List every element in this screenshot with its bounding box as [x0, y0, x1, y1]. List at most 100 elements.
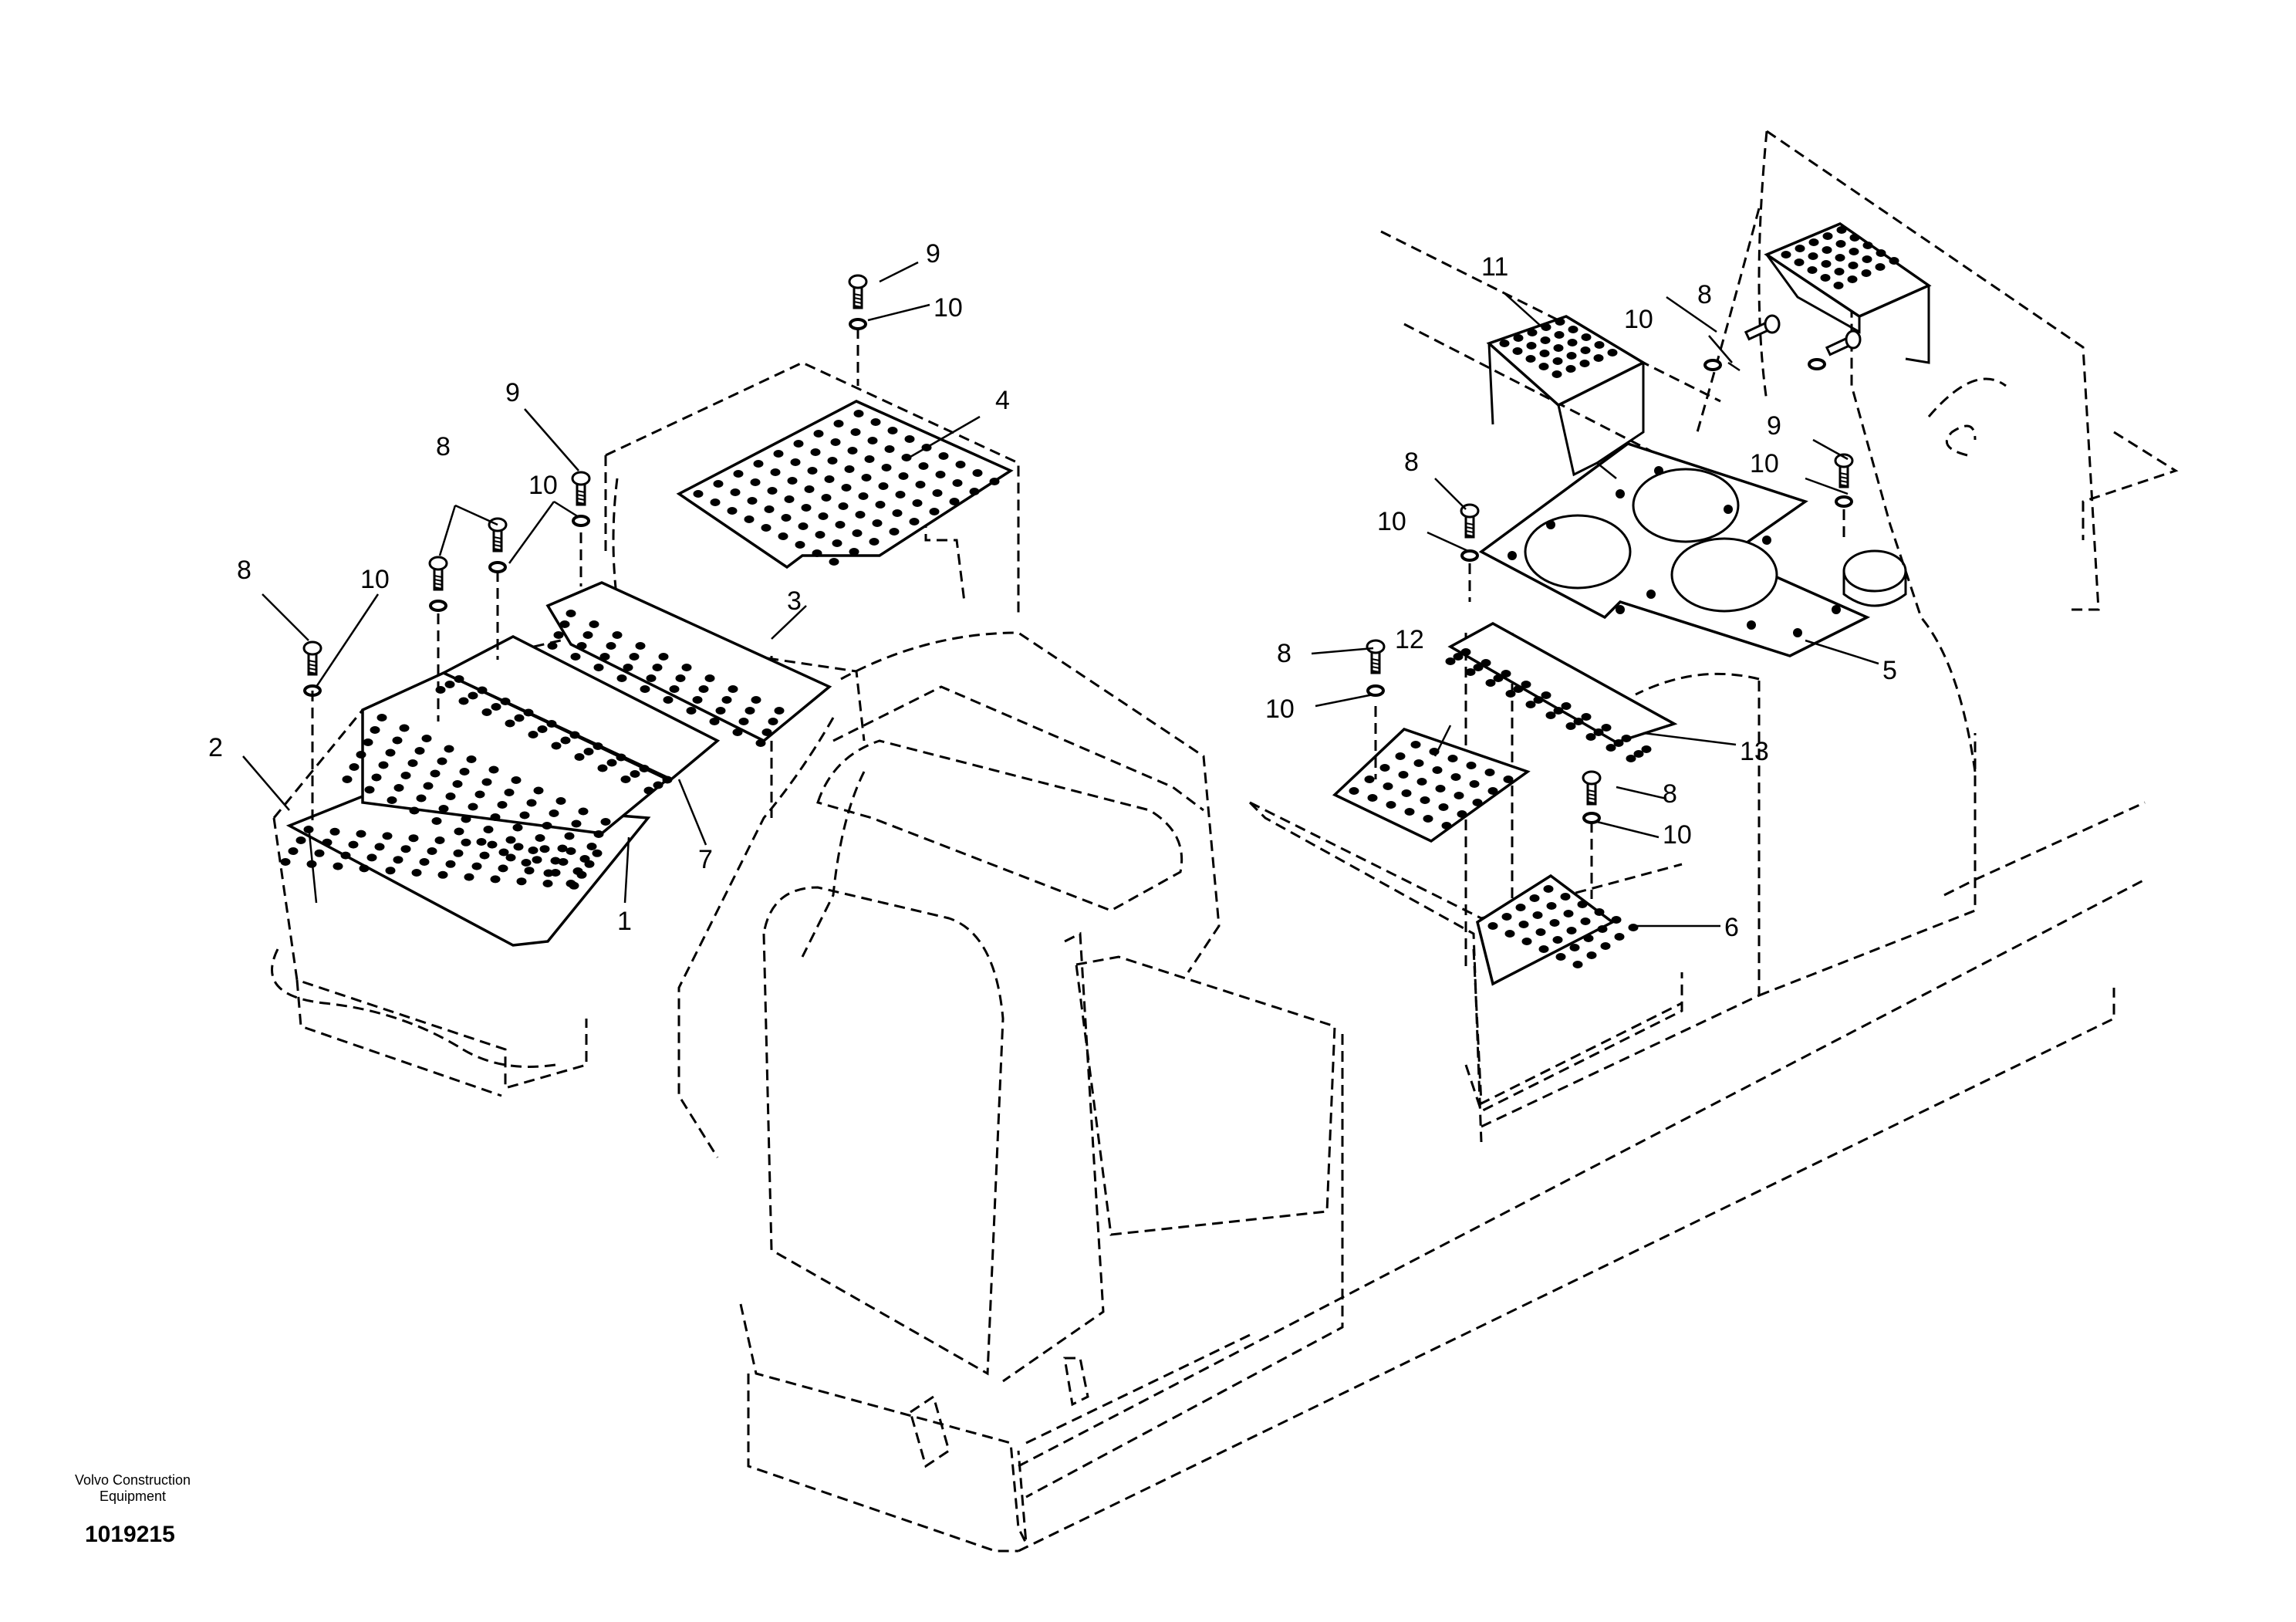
washer-icon	[1366, 684, 1385, 697]
perforation-hole	[1527, 329, 1538, 336]
perforation-hole	[1435, 785, 1446, 792]
perforation-hole	[709, 718, 720, 725]
perforation-hole	[715, 707, 726, 715]
perforation-hole	[861, 474, 872, 482]
perforation-hole	[1503, 776, 1514, 783]
callout-10f: 10	[1663, 820, 1692, 850]
perforation-hole	[407, 759, 418, 767]
perforation-hole	[1457, 810, 1467, 818]
perforation-hole	[546, 720, 557, 728]
perforation-hole	[1560, 893, 1571, 901]
perforation-hole	[477, 686, 488, 694]
perforation-hole	[821, 494, 832, 502]
perforation-hole	[466, 755, 477, 763]
perforation-hole	[867, 437, 878, 444]
perforation-hole	[713, 480, 724, 488]
perforation-hole	[1521, 681, 1531, 688]
perforation-hole	[445, 792, 456, 800]
perforation-hole	[1580, 346, 1591, 354]
callout-10g: 10	[1624, 305, 1653, 334]
bolt-icon	[488, 517, 508, 552]
perforation-hole	[790, 458, 801, 466]
perforation-hole	[491, 703, 501, 711]
perforation-hole	[1395, 752, 1406, 760]
plate-12	[1332, 728, 1531, 843]
perforation-hole	[453, 849, 464, 857]
mounting-hole	[1508, 551, 1517, 560]
perforation-hole	[414, 747, 425, 755]
perforation-hole	[770, 468, 781, 476]
perforation-hole	[461, 815, 471, 823]
washer-icon	[1460, 549, 1479, 562]
perforation-hole	[1487, 787, 1498, 795]
perforation-hole	[767, 487, 778, 495]
perforation-hole	[1473, 664, 1484, 671]
perforation-hole	[363, 738, 373, 746]
perforation-hole	[1597, 925, 1608, 933]
perforation-hole	[579, 855, 590, 863]
perforation-hole	[356, 751, 366, 759]
perforation-hole	[400, 845, 411, 853]
callout-labels: 1 2 3 4 5 6 7 8 8 8 8 8 8 8 9 9 9 10 10 …	[208, 239, 1897, 942]
perforation-hole	[576, 642, 587, 650]
perforation-hole	[490, 813, 501, 821]
perforation-hole	[437, 870, 448, 879]
perforation-hole	[640, 685, 650, 693]
callout-10b: 10	[528, 471, 558, 500]
perforation-hole	[1512, 347, 1523, 355]
perforation-hole	[1438, 803, 1449, 811]
perforation-hole	[1445, 657, 1456, 665]
perforation-hole	[801, 504, 812, 512]
perforation-hole	[616, 674, 627, 682]
perforation-hole	[444, 745, 454, 753]
perforation-hole	[793, 440, 804, 448]
perforation-hole	[490, 875, 501, 884]
perforation-hole	[646, 674, 657, 682]
perforation-hole	[704, 674, 715, 682]
perforation-hole	[322, 838, 333, 846]
perforation-hole	[738, 718, 749, 725]
perforation-hole	[1835, 254, 1845, 262]
perforation-hole	[833, 420, 844, 427]
perforation-hole	[532, 856, 542, 864]
perforation-hole	[1552, 936, 1563, 944]
perforation-hole	[813, 430, 824, 438]
perforation-hole	[1465, 668, 1476, 676]
washer-icon	[572, 515, 590, 527]
perforation-hole	[553, 631, 564, 639]
perforation-hole	[807, 467, 818, 475]
perforation-hole	[750, 478, 761, 486]
perforation-hole	[1367, 794, 1378, 802]
perforation-hole	[955, 461, 966, 468]
perforation-hole	[1781, 251, 1791, 259]
perforation-hole	[1849, 234, 1860, 242]
perforation-hole	[364, 786, 375, 794]
perforation-hole	[1822, 232, 1833, 240]
perforation-hole	[629, 653, 640, 661]
perforation-hole	[559, 620, 570, 628]
perforation-hole	[889, 528, 900, 536]
perforation-hole	[989, 478, 1000, 485]
perforation-hole	[1572, 961, 1583, 968]
perforation-hole	[835, 521, 846, 529]
perforation-hole	[1546, 902, 1557, 910]
washer-icon	[488, 561, 507, 573]
perforation-hole	[1820, 274, 1831, 282]
perforation-hole	[551, 742, 562, 750]
perforation-hole	[730, 488, 741, 496]
perforation-hole	[904, 435, 915, 443]
perforation-hole	[593, 830, 604, 838]
perforation-hole	[431, 817, 442, 825]
perforation-hole	[423, 782, 434, 790]
perforation-hole	[483, 826, 494, 833]
mounting-hole	[1646, 590, 1656, 599]
perforation-hole	[669, 685, 680, 693]
perforation-hole	[411, 869, 422, 877]
perforation-hole	[1613, 739, 1624, 747]
perforation-hole	[479, 851, 490, 860]
perforation-hole	[333, 862, 343, 870]
perforation-hole	[458, 697, 469, 705]
perforation-hole	[733, 470, 744, 478]
perforation-hole	[409, 806, 420, 815]
perforation-hole	[1398, 771, 1409, 779]
